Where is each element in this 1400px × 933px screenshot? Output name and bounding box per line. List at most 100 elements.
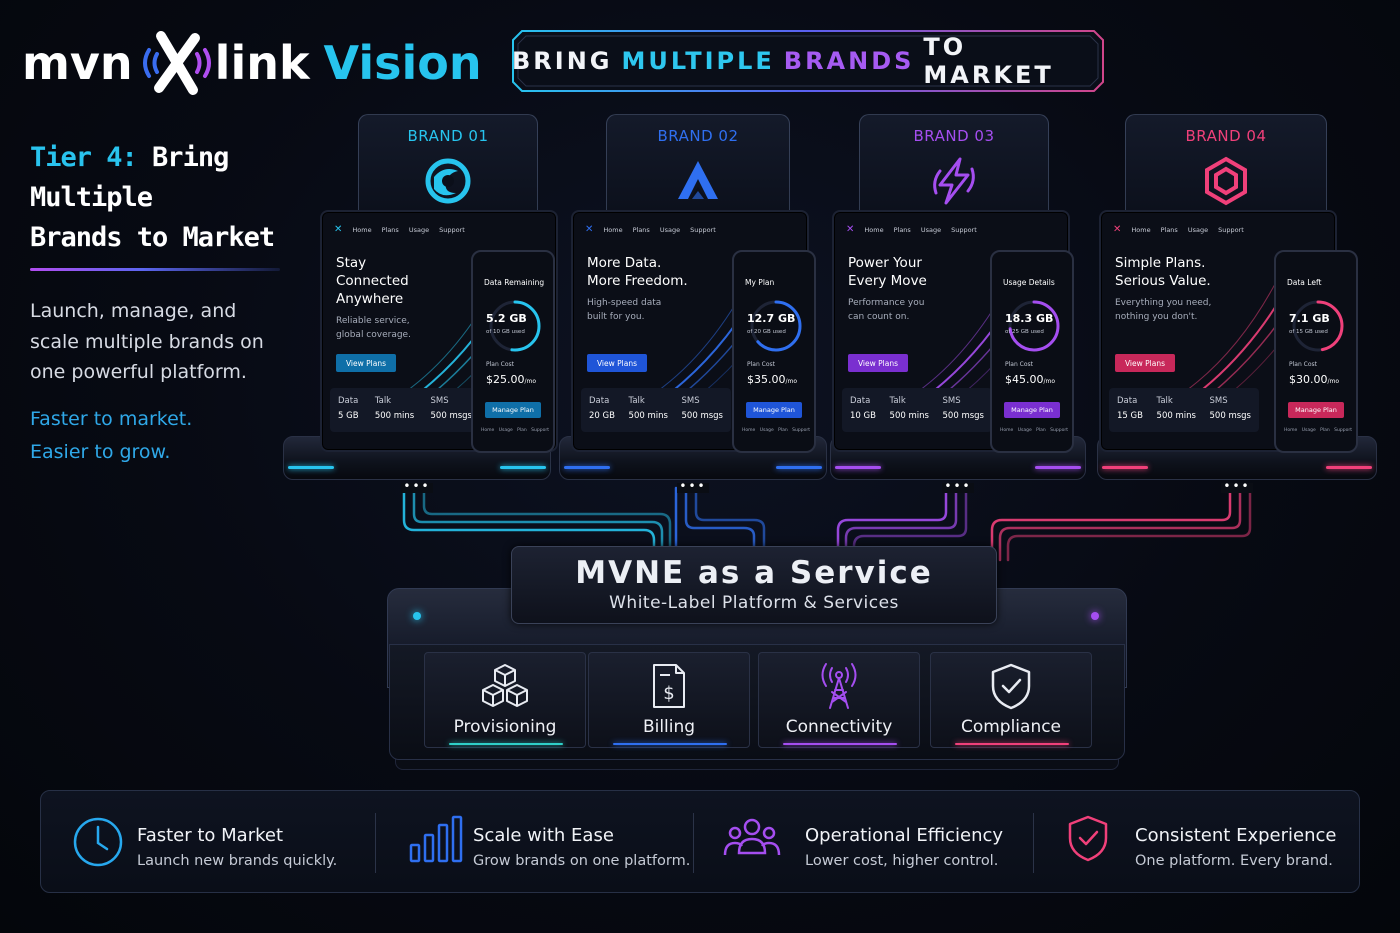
phone-tab[interactable]: Support — [1334, 428, 1352, 433]
view-plans-button[interactable]: View Plans — [1115, 354, 1175, 372]
module-label: Connectivity — [785, 717, 893, 737]
hero-subtext-line: High-speed data — [587, 298, 662, 308]
peak-icon — [678, 161, 718, 199]
logo: mvn link Vision — [22, 28, 482, 98]
phone-tab[interactable]: Support — [531, 428, 549, 433]
tablet-nav-link[interactable]: Plans — [1160, 225, 1178, 234]
phone-tab[interactable]: Plan — [517, 428, 527, 433]
tablet-nav-link[interactable]: Home — [603, 225, 623, 234]
stand-glow-right — [1326, 466, 1372, 469]
shield-check-icon — [991, 663, 1031, 710]
stat-value: 500 msgs — [430, 411, 472, 421]
phone-tab[interactable]: Home — [1284, 428, 1298, 433]
view-plans-button[interactable]: View Plans — [848, 354, 908, 372]
tablet-nav-link[interactable]: Usage — [408, 225, 430, 234]
divider — [30, 268, 280, 271]
plan-cost-label: Plan Cost — [486, 361, 515, 368]
tablet-nav-link[interactable]: Support — [951, 225, 977, 234]
view-plans-button[interactable]: View Plans — [587, 354, 647, 372]
phone-tab[interactable]: Home — [1000, 428, 1014, 433]
stand-dots: ••• — [677, 480, 709, 493]
phone-tab[interactable]: Plan — [1320, 428, 1330, 433]
brand-label: BRAND 03 — [913, 127, 995, 145]
stat-label: Data — [1117, 396, 1138, 406]
hero-headline: Simple Plans.Serious Value. — [1115, 254, 1245, 290]
tablet-nav-link[interactable]: Home — [1131, 225, 1151, 234]
stat-value: 10 GB — [850, 411, 876, 421]
plan-cost-label: Plan Cost — [1289, 361, 1318, 368]
hero-line: Stay — [336, 255, 367, 271]
tablet-nav-link[interactable]: Home — [352, 225, 372, 234]
usage-total: of 10 GB used — [486, 329, 525, 335]
plan-cost-value: $25.00 — [486, 373, 525, 386]
hero-subtext-line: Performance you — [848, 298, 925, 308]
header-banner: BRING MULTIPLE BRANDS TO MARKET — [512, 30, 1104, 92]
phone-tab[interactable]: Plan — [1036, 428, 1046, 433]
phone-tab[interactable]: Home — [742, 428, 756, 433]
phone-tab[interactable]: Plan — [778, 428, 788, 433]
manage-plan-button[interactable]: Manage Plan — [1004, 402, 1060, 418]
tablet-nav-link[interactable]: Plans — [381, 225, 399, 234]
antenna-icon — [821, 663, 857, 709]
manage-plan-button[interactable]: Manage Plan — [1288, 402, 1344, 418]
tablet-nav-link[interactable]: Support — [439, 225, 465, 234]
tablet-nav-link[interactable]: Plans — [893, 225, 911, 234]
tablet-nav-link[interactable]: Usage — [659, 225, 681, 234]
phone-tab[interactable]: Usage — [759, 428, 774, 433]
stat-value: 500 msgs — [1209, 411, 1251, 421]
phone-tab[interactable]: Support — [1050, 428, 1068, 433]
banner-word-multiple: MULTIPLE — [621, 47, 775, 75]
tablet-nav-link[interactable]: Support — [690, 225, 716, 234]
stand-glow-right — [776, 466, 822, 469]
invoice-icon: $ — [653, 664, 685, 708]
hero-line: More Freedom. — [587, 273, 688, 289]
phone-tab[interactable]: Support — [792, 428, 810, 433]
hero-line: Connected — [336, 273, 409, 289]
tablet-nav-link[interactable]: Home — [864, 225, 884, 234]
phone-tab[interactable]: Usage — [1017, 428, 1032, 433]
tablet-nav-link[interactable]: Support — [1218, 225, 1244, 234]
stand-glow-right — [1035, 466, 1081, 469]
phone-tab[interactable]: Usage — [498, 428, 513, 433]
view-plans-button[interactable]: View Plans — [336, 354, 396, 372]
stat-value: 500 mins — [374, 411, 415, 421]
swirl-icon — [425, 158, 471, 204]
module-provisioning: Provisioning — [424, 652, 586, 748]
usage-value: 5.2 GB — [486, 312, 527, 325]
banner-text: BRING MULTIPLE BRANDS TO MARKET — [512, 30, 1104, 92]
tagline-faster: Faster to market. — [30, 408, 193, 430]
plan-cost: $35.00/mo — [747, 373, 797, 386]
phone-tab[interactable]: Home — [481, 428, 495, 433]
usage-total: of 15 GB used — [1289, 329, 1328, 335]
stand-glow-left — [835, 466, 881, 469]
phone-tab[interactable]: Usage — [1301, 428, 1316, 433]
usage-ring — [1008, 300, 1060, 352]
team-icon — [723, 818, 781, 856]
hero-subtext-line: global coverage. — [336, 330, 411, 340]
tablet-nav-link[interactable]: Usage — [920, 225, 942, 234]
phone-card-title: My Plan — [745, 278, 775, 287]
tablet-nav-link[interactable]: Plans — [632, 225, 650, 234]
feature-title: Scale with Ease — [473, 825, 614, 846]
plan-cost: $30.00/mo — [1289, 373, 1339, 386]
module-label: Provisioning — [453, 717, 557, 737]
shield-check-icon — [1068, 815, 1108, 862]
hero-subtext-line: Reliable service, — [336, 316, 410, 326]
stat-value: 500 mins — [1156, 411, 1196, 421]
brand-label: BRAND 01 — [407, 127, 489, 145]
logo-text-link: link — [214, 36, 310, 90]
hero-line: Simple Plans. — [1115, 255, 1206, 271]
phone-card-title: Usage Details — [1003, 278, 1055, 287]
tablet-nav-link[interactable]: Usage — [1187, 225, 1209, 234]
manage-plan-button[interactable]: Manage Plan — [746, 402, 802, 418]
manage-plan-button[interactable]: Manage Plan — [485, 402, 541, 418]
